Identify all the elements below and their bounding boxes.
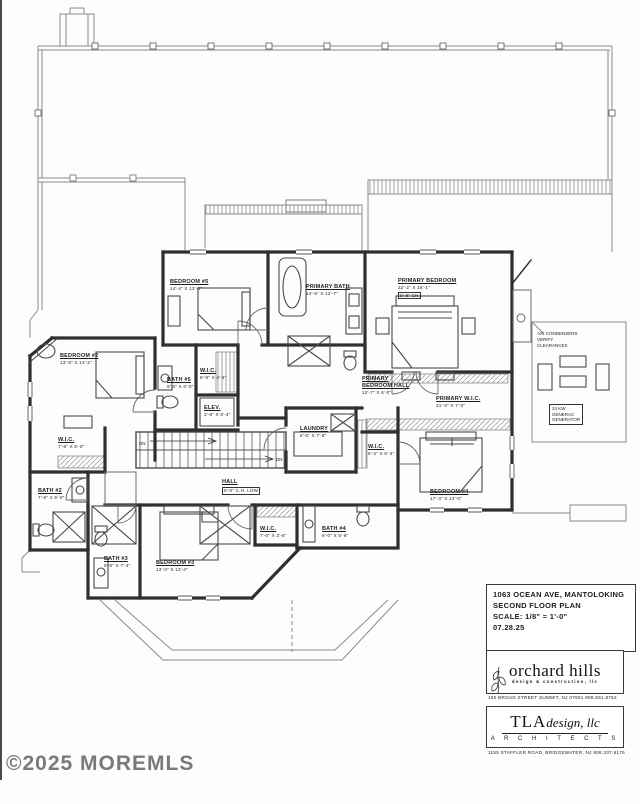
builder-tagline: design & construction, llc (511, 678, 599, 684)
room-label-wic-3: W.I.C. 7'-0" X 3'-6" (260, 526, 287, 538)
generator-note: 24 KW GENERAC GENERATOR (549, 404, 584, 425)
room-label-primary-wic: PRIMARY W.I.C. 21'-0" X 7'-0" (436, 396, 481, 408)
scan-edge (0, 0, 2, 780)
sheet-title: SECOND FLOOR PLAN (493, 600, 582, 610)
architect-name-italic: design, llc (546, 715, 600, 730)
room-label-hall: HALL 9'-0" C.H. LOW (222, 479, 261, 495)
room-label-bath-2: BATH #2 7'-8" X 5'-0" (38, 488, 65, 500)
room-label-wic-2: W.I.C. 7'-8" X 5'-0" (58, 437, 85, 449)
sheet-scale: SCALE: 1/8" = 1'-0" (493, 611, 568, 621)
room-label-elevator: ELEV. 3'-8" X 5'-4" (204, 405, 231, 417)
room-label-bedroom-5: BEDROOM #5 14'-4" X 13'-6" (170, 279, 209, 291)
builder-address: 160 BROAD STREET SUMMIT, NJ 07901 908.59… (488, 695, 617, 700)
room-label-primary-bath: PRIMARY BATH 14'-6" X 12'-7" (306, 284, 350, 296)
room-label-primary-bedroom: PRIMARY BEDROOM 22'-2" X 16'-1" 9'-8" CH (398, 278, 457, 300)
room-label-bedroom-2: BEDROOM #2 13'-8" X 13'-2" (60, 353, 99, 365)
builder-name: orchard hills (509, 660, 601, 680)
room-label-primary-bedroom-hall: PRIMARY BEDROOM HALL 12'-7" X 6'-0" (362, 376, 410, 395)
project-address: 1063 OCEAN AVE, MANTOLOKING (493, 590, 625, 599)
sheet-date: 07.28.25 (493, 622, 525, 632)
room-label-wic-5: W.I.C. 5'-8" X 4'-4" (200, 368, 227, 380)
stairs-dn-label: DN (276, 457, 283, 462)
builder-logo-block: orchard hills design & construction, llc (486, 650, 624, 694)
ac-condensers-note: A/C CONDENSERS VERIFY CLEARANCES (537, 331, 578, 348)
stairs-dn-label: DN (139, 441, 146, 446)
title-block-project-info: 1063 OCEAN AVE, MANTOLOKING SECOND FLOOR… (486, 584, 636, 652)
room-label-bath-5: BATH #5 9'-4" X 6'-0" (167, 377, 194, 389)
room-label-bath-3: BATH #3 6'-0" X 7'-4" (104, 556, 131, 568)
room-label-bath-4: BATH #4 9'-0" X 5'-8" (322, 526, 349, 538)
room-label-laundry: LAUNDRY 8'-0" X 7'-8" (300, 426, 329, 438)
architect-subtitle: A R C H I T E C T S (490, 736, 620, 742)
room-label-wic-hall: W.I.C. 5'-2" X 5'-4" (368, 444, 395, 456)
room-label-bedroom-4: BEDROOM #4 17'-4" X 13'-0" (430, 489, 469, 501)
leaf-icon (491, 666, 506, 693)
architect-name-caps: TLA (510, 712, 547, 731)
mls-watermark: ©2025 MOREMLS (6, 752, 195, 775)
architect-address: 1155 STAFFLER ROAD, BRIDGEWATER, NJ 908.… (488, 750, 626, 755)
room-label-bedroom-3: BEDROOM #3 13'-0" X 13'-4" (156, 560, 195, 572)
architect-logo-block: TLAdesign, llc A R C H I T E C T S (486, 706, 624, 748)
